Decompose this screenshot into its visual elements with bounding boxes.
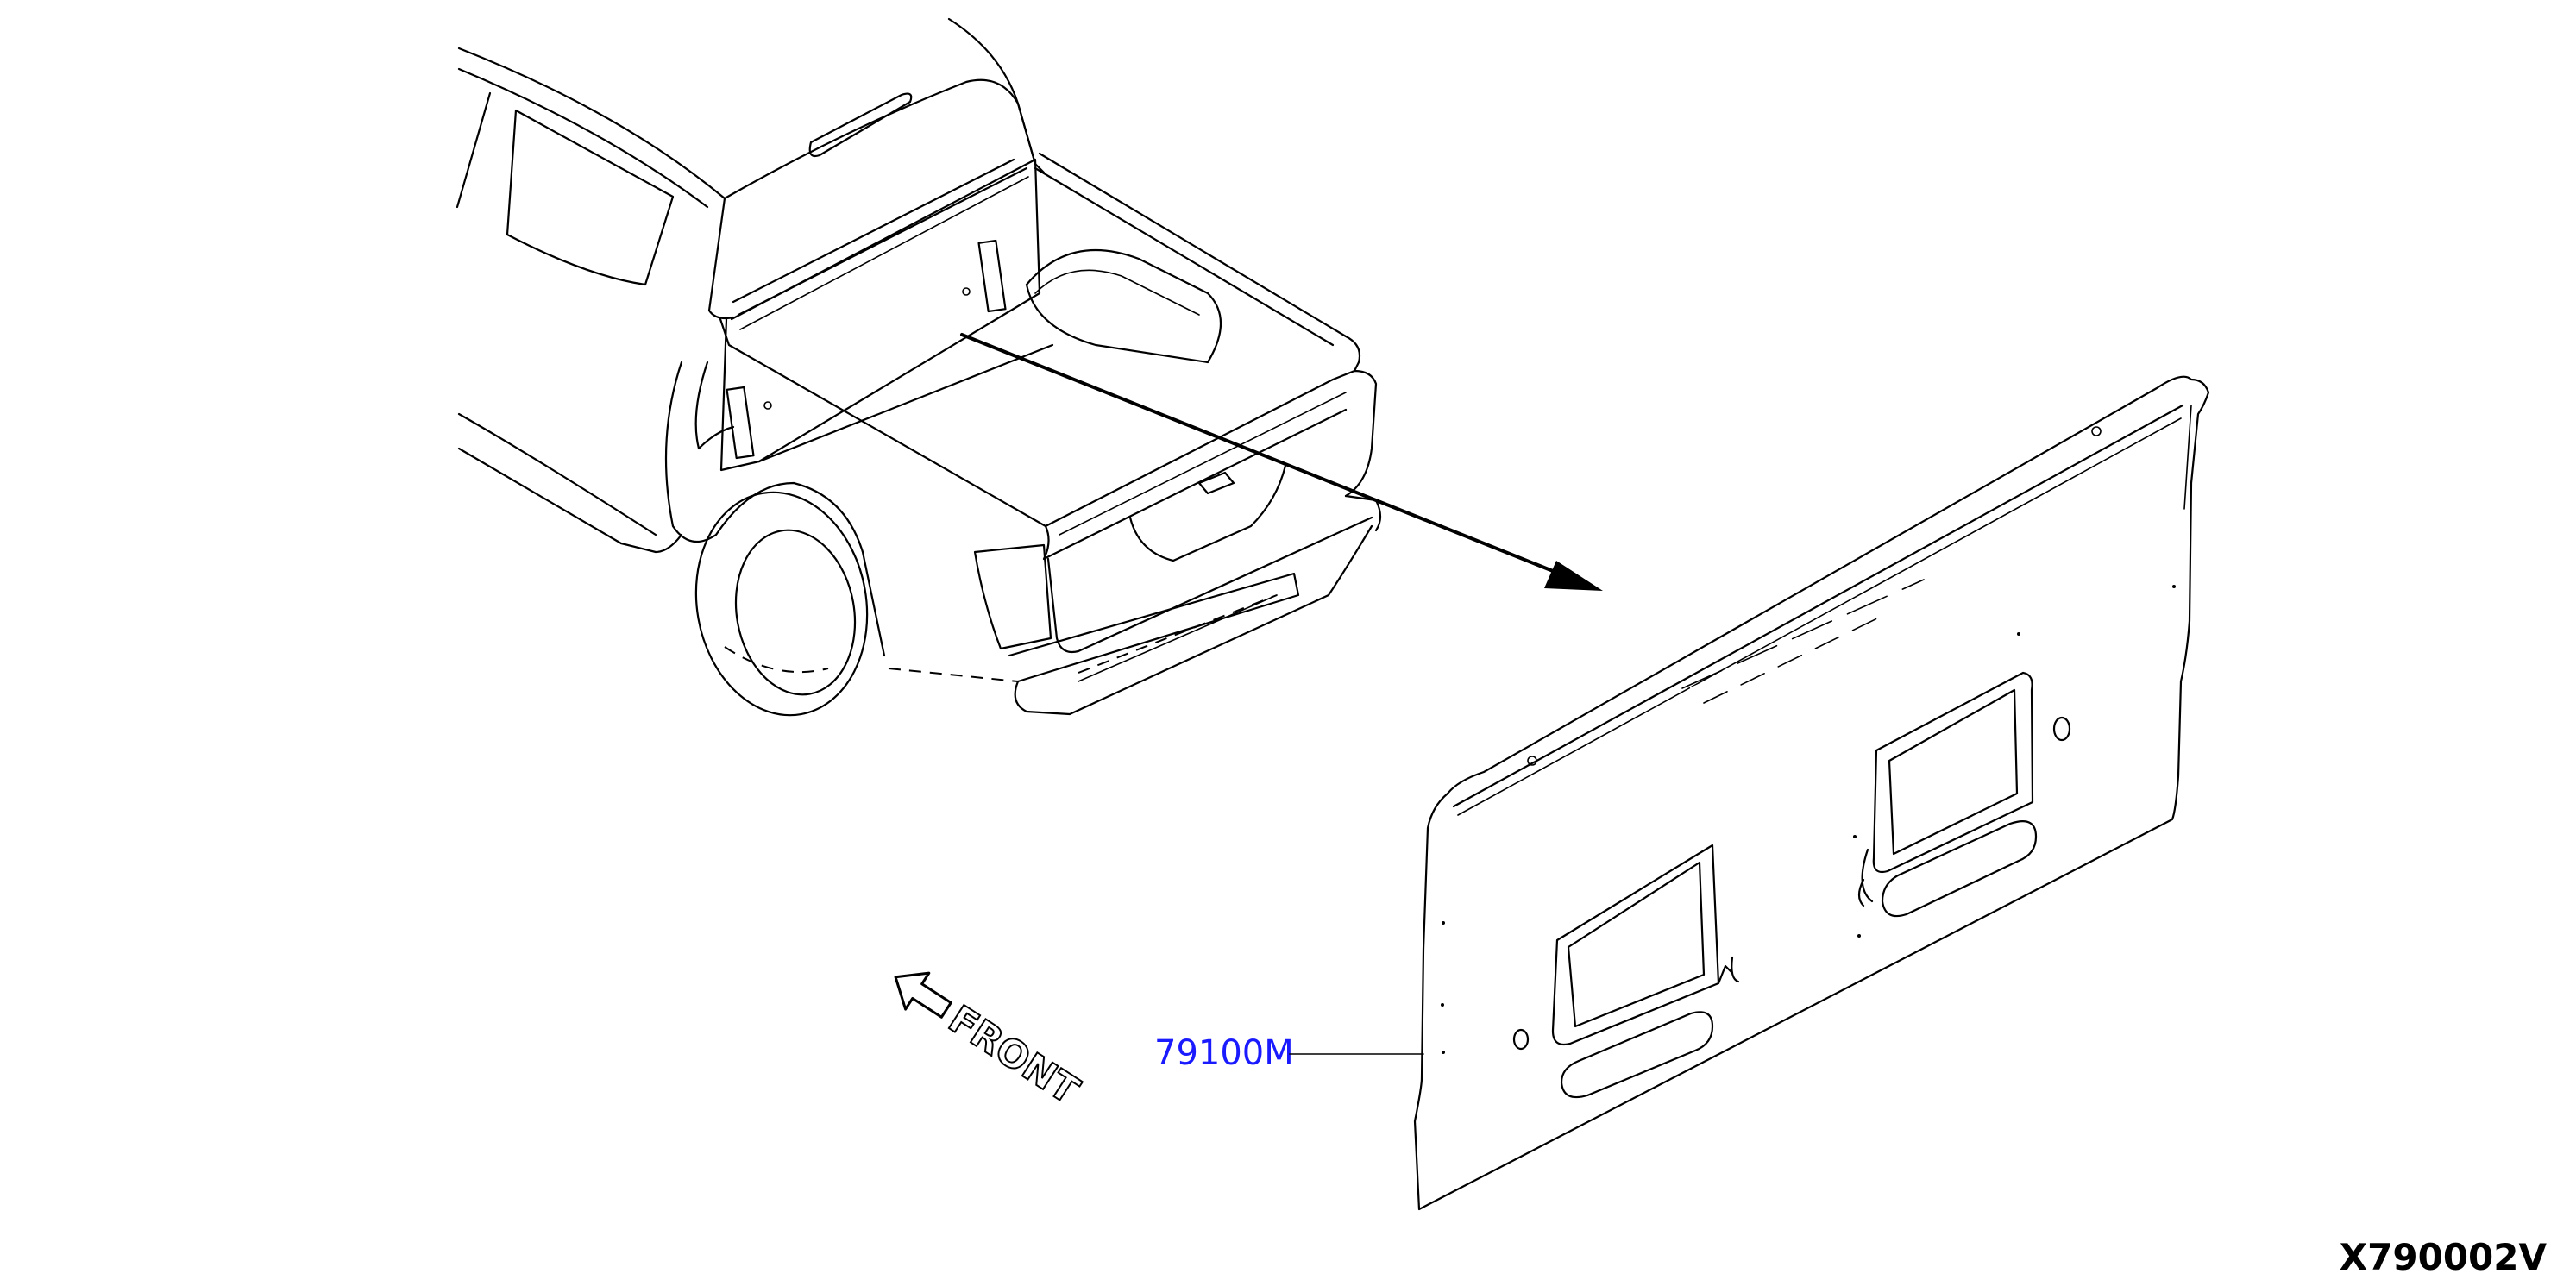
assembly-arrow: [960, 333, 1603, 591]
front-direction-indicator: FRONT: [894, 971, 1087, 1114]
part-callout[interactable]: 79100M: [1154, 1033, 1424, 1073]
pickup-truck-illustration: [456, 17, 1382, 717]
part-number-label[interactable]: 79100M: [1154, 1033, 1294, 1073]
front-arrow-icon: [894, 971, 952, 1019]
diagram-code: X790002V: [2340, 1236, 2548, 1278]
front-panel-part: [1413, 375, 2210, 1211]
front-label: FRONT: [940, 997, 1086, 1113]
